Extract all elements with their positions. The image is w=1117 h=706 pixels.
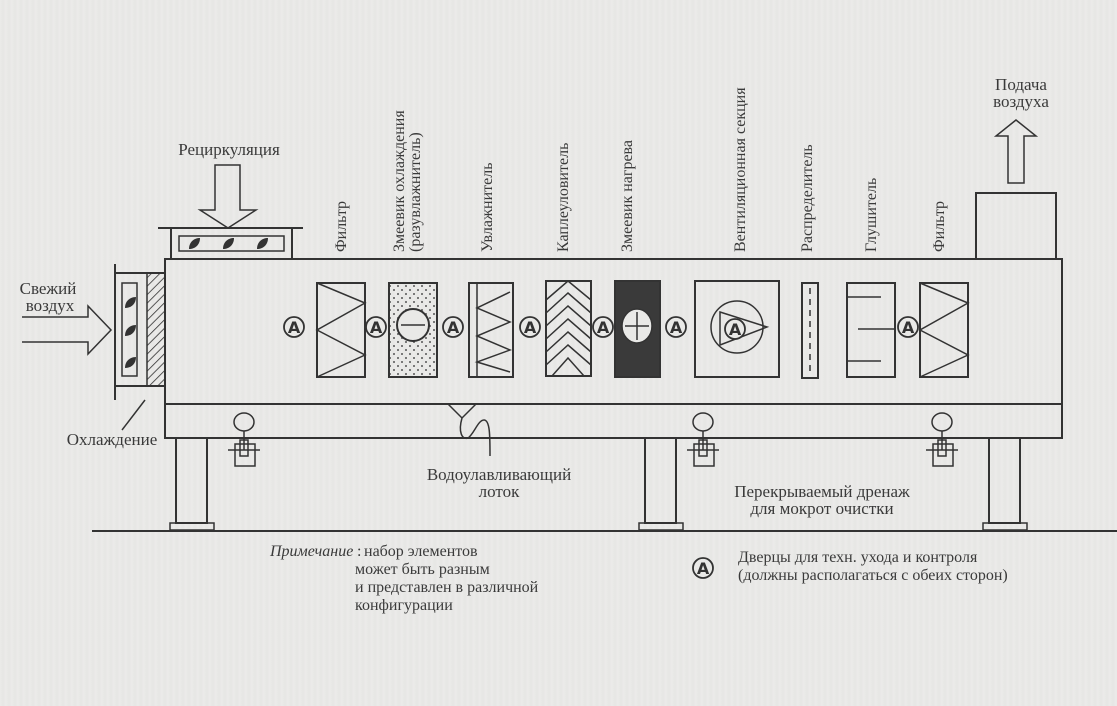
silencer-symbol — [846, 282, 896, 378]
section-label-filter-2: Фильтр — [931, 201, 948, 252]
legend-line-1: Дверцы для техн. ухода и контроля — [738, 549, 978, 566]
drain-pan-label-1: Водоулавливающий — [427, 465, 571, 484]
note-line-4: конфигурации — [355, 597, 453, 614]
distributor-symbol — [801, 282, 819, 379]
cooling-leader — [121, 399, 146, 431]
legend-door-icon — [692, 557, 714, 579]
drain-valve-icon[interactable] — [687, 412, 719, 467]
section-label-cooling-coil-2: (разувлажнитель) — [407, 132, 424, 252]
filter-1-symbol — [315, 282, 367, 378]
recirculation-inlet — [158, 164, 303, 260]
fan-section-symbol — [694, 280, 780, 378]
note-prefix: Примечание — [269, 543, 353, 560]
section-label-silencer: Глушитель — [863, 178, 880, 252]
casing-base — [164, 403, 1063, 439]
heating-coil-symbol — [614, 280, 661, 378]
section-label-fan-section: Вентиляционная секция — [732, 87, 749, 252]
section-label-humidifier: Увлажнитель — [479, 162, 496, 252]
drain-pan-symbol — [447, 403, 491, 457]
cooling-label: Охлаждение — [67, 430, 158, 449]
cooling-coil-symbol — [388, 282, 438, 378]
drain-label-1: Перекрываемый дренаж — [734, 482, 910, 501]
supply-air-label-2: воздуха — [993, 92, 1049, 111]
drain-valve-icon[interactable] — [926, 412, 958, 467]
access-door-icon[interactable] — [365, 316, 387, 338]
humidifier-symbol — [468, 282, 514, 378]
fresh-air-label-2: воздух — [26, 296, 75, 315]
note-colon: : — [357, 543, 361, 560]
fresh-air-arrow-icon — [22, 304, 113, 356]
section-label-filter-1: Фильтр — [333, 201, 350, 252]
fresh-air-label-1: Свежий — [20, 279, 77, 298]
recirculation-label: Рециркуляция — [178, 140, 280, 159]
supply-air-label-1: Подача — [995, 75, 1047, 94]
recirculation-arrow-icon — [197, 164, 259, 229]
legend-line-2: (должны располагаться с обеих сторон) — [738, 567, 1008, 584]
drain-valve-icon[interactable] — [228, 412, 260, 467]
supply-outlet — [975, 192, 1057, 260]
access-door-icon[interactable] — [665, 316, 687, 338]
support-leg — [638, 437, 684, 531]
access-door-icon[interactable] — [519, 316, 541, 338]
note-line-1: набор элементов — [364, 543, 478, 560]
note-line-2: может быть разным — [355, 561, 490, 578]
supply-arrow-icon — [993, 119, 1039, 184]
filter-2-symbol — [918, 282, 970, 378]
support-leg — [169, 437, 215, 531]
access-door-icon[interactable] — [897, 316, 919, 338]
note-line-3: и представлен в различной — [355, 579, 539, 596]
droplet-eliminator-symbol — [545, 280, 592, 377]
section-label-distributor: Распределитель — [799, 144, 816, 252]
access-door-icon[interactable] — [592, 316, 614, 338]
access-door-icon[interactable] — [442, 316, 464, 338]
section-label-cooling-coil-1: Змеевик охлаждения — [391, 110, 408, 252]
support-leg — [982, 437, 1028, 531]
drain-label-2: для мокрот очистки — [750, 499, 893, 518]
section-label-heating-coil: Змеевик нагрева — [619, 140, 636, 252]
section-label-droplet-eliminator: Каплеуловитель — [555, 143, 572, 252]
access-door-icon[interactable] — [283, 316, 305, 338]
fresh-air-intake — [22, 264, 166, 400]
drain-pan-label-2: лоток — [479, 482, 520, 501]
